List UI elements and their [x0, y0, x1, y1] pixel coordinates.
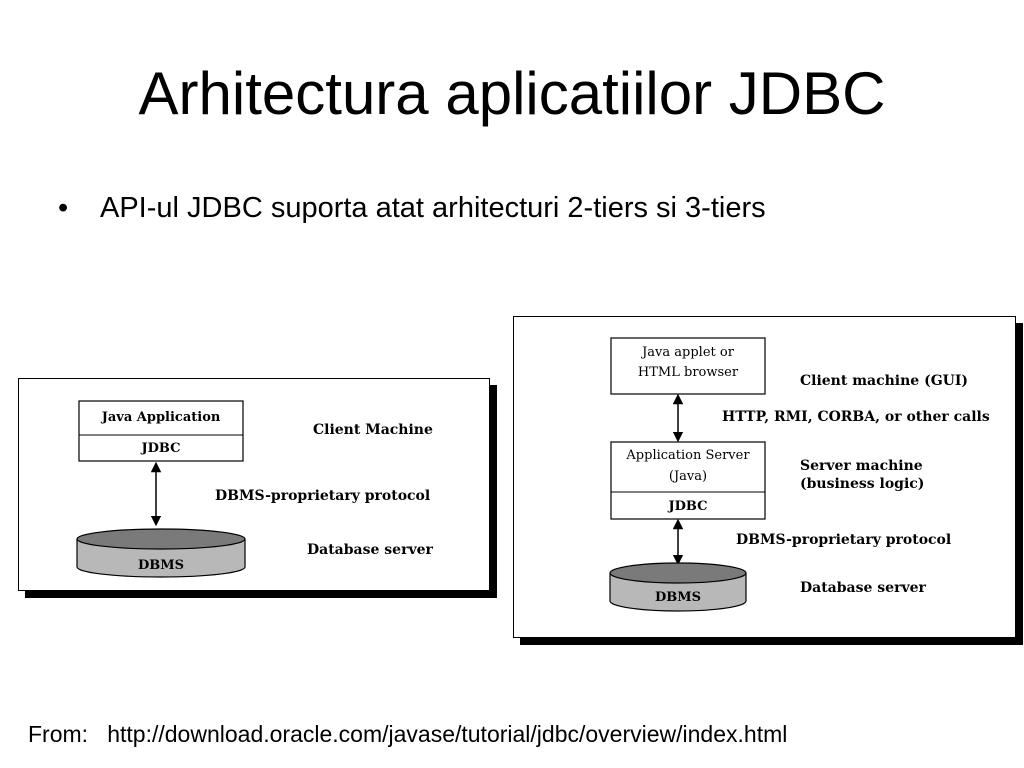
browser-line-2: HTML browser: [638, 365, 739, 380]
database-server-label: Database server: [800, 580, 926, 596]
protocol-label: DBMS-proprietary protocol: [215, 488, 430, 504]
jdbc-label: JDBC: [668, 499, 708, 514]
applet-browser-box: Java applet or HTML browser: [610, 337, 766, 395]
protocol-label: DBMS-proprietary protocol: [736, 532, 951, 548]
source-url[interactable]: http://download.oracle.com/javase/tutori…: [107, 721, 788, 747]
application-server-box: Application Server (Java) JDBC: [610, 441, 766, 520]
server-machine-line-2: (business logic): [800, 476, 924, 492]
app-server-line-1: Application Server: [625, 448, 750, 463]
bullet-point: • API-ul JDBC suporta atat arhitecturi 2-…: [58, 188, 766, 228]
dbms-cylinder: DBMS: [76, 528, 246, 578]
app-server-line-2: (Java): [669, 469, 707, 484]
server-machine-line-1: Server machine: [800, 458, 923, 474]
java-application-box: Java Application JDBC: [78, 400, 244, 462]
bullet-marker: •: [58, 192, 69, 224]
slide-title: Arhitectura aplicatiilor JDBC: [138, 60, 886, 127]
dbms-label: DBMS: [655, 590, 701, 605]
client-machine-label: Client machine (GUI): [800, 373, 968, 389]
calls-label: HTTP, RMI, CORBA, or other calls: [722, 409, 990, 425]
two-tier-diagram: Java Application JDBC DBMS Client Machin…: [18, 378, 490, 591]
java-application-label: Java Application: [101, 410, 221, 425]
source-prefix: From:: [28, 721, 89, 747]
three-tier-diagram: Java applet or HTML browser Application …: [513, 316, 1016, 638]
jdbc-label: JDBC: [141, 441, 181, 456]
dbms-label: DBMS: [138, 558, 184, 573]
dbms-cylinder: DBMS: [609, 562, 747, 612]
database-server-label: Database server: [307, 542, 433, 558]
source-credit: From: http://download.oracle.com/javase/…: [28, 718, 787, 750]
bullet-text: API-ul JDBC suporta atat arhitecturi 2-t…: [100, 192, 766, 224]
client-machine-label: Client Machine: [313, 422, 433, 438]
browser-line-1: Java applet or: [640, 345, 735, 360]
